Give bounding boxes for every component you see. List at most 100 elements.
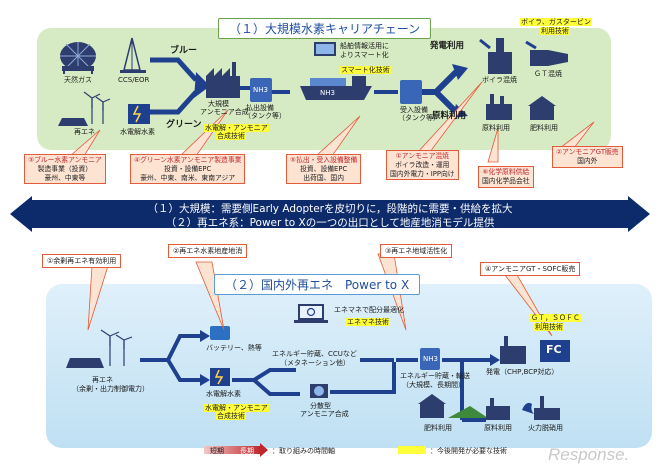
fire-power-icon: [522, 396, 560, 420]
callout-5-line-1: ⑤払出・受入設備整備: [290, 156, 358, 164]
callout-2-line-2: 国内外: [577, 156, 598, 165]
callout-5-line-3: 出荷国、国内: [303, 173, 345, 182]
electrolysis-tech-2: 合成技術: [216, 132, 246, 141]
callout-4-line-1: ④グリーン水素アンモニア製造事業: [134, 156, 242, 164]
note-3: ③再エネ地域活性化: [380, 244, 453, 258]
power-use-label: 発電利用: [430, 41, 465, 51]
banner-line-2: （２）再エネ系：Power to Xの一つの出口として地産地消モデル提供: [165, 217, 495, 229]
callout-2-line-1: ②アンモニアGT販売: [556, 148, 619, 156]
legend-time-arrow: [204, 446, 260, 454]
gt-cofire-label: ＧＴ混焼: [534, 70, 562, 78]
laptop-icon: [294, 304, 328, 323]
gt-sofc-tech-1: ＧＴ，ＳＯＦＣ: [530, 314, 581, 323]
shipping-label-2: （タンク等）: [244, 112, 286, 120]
distributed-2: アンモニア合成: [300, 410, 349, 418]
legend-dev: ：今後開発が必要な技術: [430, 447, 507, 455]
ship-nh3-text: NH3: [320, 89, 335, 97]
raw-use-label: 原料利用: [482, 124, 510, 132]
fertilizer-bottom-label: 肥料利用: [424, 424, 452, 432]
callout-3-line-2: 製造事業（投資）: [37, 164, 93, 173]
watermark-logo: Response.: [548, 445, 629, 464]
feedstock-use-label: 原料利用: [432, 111, 467, 121]
blue-flow: [150, 57, 198, 82]
solar-field-icon: [66, 358, 104, 368]
renewable-label: 再エネ: [74, 128, 95, 136]
fc-label: FC: [546, 343, 562, 356]
transport-2: （大規模、長期間）: [402, 381, 465, 389]
callout-cofire: ①アンモニア混焼 ボイラ改造・運用 国内外電力・IPP向け: [386, 150, 459, 181]
wind-farm-icon: [100, 329, 133, 366]
gas-turbine-icon: [525, 40, 568, 66]
receiving-label-2: （タンク等）: [398, 114, 440, 122]
note-2: ②再エネ水素地産地消: [168, 244, 248, 258]
gas-tank-icon: [60, 42, 96, 74]
nh3-bottom-text: NH3: [423, 355, 438, 363]
bottom-panel-title: （２）国内外再エネ Power to X: [214, 274, 421, 295]
battery-icon: [210, 326, 230, 340]
power-plant-icon: [500, 336, 526, 364]
nh3-tank-icon: [250, 78, 272, 102]
ship-icon: [300, 76, 372, 100]
callout-6-line-2: 国内化学品会社: [482, 176, 530, 185]
tech-bottom-2: 合成技術: [216, 412, 246, 421]
electrolyzer-bottom-icon: [210, 368, 230, 386]
fertilizer-barn-bottom-icon: [418, 394, 488, 418]
callout-3-line-3: 豪州、中東等: [44, 173, 86, 182]
power-gen-label: 発電（CHP,BCP対応）: [486, 368, 559, 376]
receiving-label-1: 受入設備: [400, 106, 428, 114]
note-4: ④アンモニアGT・SOFC販売: [480, 262, 581, 276]
smart-tech-label: スマート化技術: [340, 66, 391, 75]
transport-1: エネルギー貯蔵・輸送: [400, 372, 470, 380]
electrolysis-bottom-label: 水電解水素: [206, 390, 241, 398]
renewable-bottom-2: （余剰・出力制御電力）: [72, 385, 149, 393]
electrolyzer-icon: [128, 104, 150, 124]
callout-4-line-3: 豪州、中東、南米、東南アジア: [140, 173, 236, 182]
ammonia-plant-label-1: 大規模: [208, 100, 229, 108]
blue-label: ブルー: [170, 46, 198, 56]
monitor-icon: [314, 42, 336, 56]
renewable-bottom-1: 再エネ: [92, 376, 113, 384]
distributed-1: 分散型: [310, 402, 331, 410]
raw-use-bottom-label: 原料利用: [484, 424, 512, 432]
fertilizer-barn-icon: [528, 96, 556, 120]
enemane-tech: エネマネ技術: [346, 318, 390, 327]
fertilizer-use-label: 肥料利用: [530, 124, 558, 132]
callout-5-line-2: 投資、設備EPC: [300, 164, 348, 173]
solar-panel-icon: [58, 118, 88, 126]
boiler-gt-tech-2: 利用技術: [540, 27, 570, 36]
legend-axis: ：取り組みの時間軸: [272, 447, 335, 455]
raw-factory-icon: [486, 94, 512, 120]
callout-gt-sales: ②アンモニアGT販売 国内外: [552, 146, 623, 168]
legend-short: 短期: [210, 447, 224, 455]
green-flow: [150, 90, 198, 115]
callout-1-line-2: ボイラ改造・運用: [395, 160, 450, 169]
raw-factory-bottom-icon: [486, 398, 510, 420]
legend-long: 長期: [240, 447, 254, 455]
boiler-cofire-label: ボイラ混焼: [482, 76, 517, 84]
callout-1-line-1: ①アンモニア混焼: [395, 152, 449, 160]
callout-1-line-3: 国内外電力・IPP向け: [390, 169, 455, 178]
ammonia-plant-icon: [206, 62, 240, 98]
enemane-label: エネマネで配分最適化: [334, 306, 404, 314]
electrolysis-tech-1: 水電解・アンモニア: [204, 124, 269, 133]
ship-info-2: よりスマート化: [340, 51, 389, 59]
energy-storage-2: （メタネーション他）: [280, 359, 350, 367]
callout-4-line-2: 投資・設備EPC: [164, 164, 212, 173]
electrolysis-label: 水電解水素: [120, 128, 155, 136]
ccs-rig-icon: [120, 37, 146, 73]
gt-sofc-tech-2: 利用技術: [534, 323, 564, 332]
receiving-tank-icon: [400, 80, 422, 104]
natural-gas-label: 天然ガス: [64, 76, 92, 84]
callout-shipping: ⑤払出・受入設備整備 投資、設備EPC 出荷国、国内: [286, 154, 362, 185]
wind-turbine-icon: [83, 91, 111, 124]
nh3-tank-bottom-icon: [420, 348, 440, 370]
tech-bottom-1: 水電解・アンモニア: [204, 404, 269, 413]
ammonia-synth-icon: [310, 384, 328, 398]
top-panel-title: （１）大規模水素キャリアチェーン: [218, 18, 432, 39]
note-1: ①余剰再エネ有効利用: [42, 254, 122, 268]
ammonia-plant-label-2: アンモニア合成: [200, 108, 249, 116]
banner-line-1: （１）大規模：需要側Early Adopterを皮切りに，段階的に需要・供給を拡…: [147, 203, 513, 215]
banner-arrow: [10, 196, 650, 232]
